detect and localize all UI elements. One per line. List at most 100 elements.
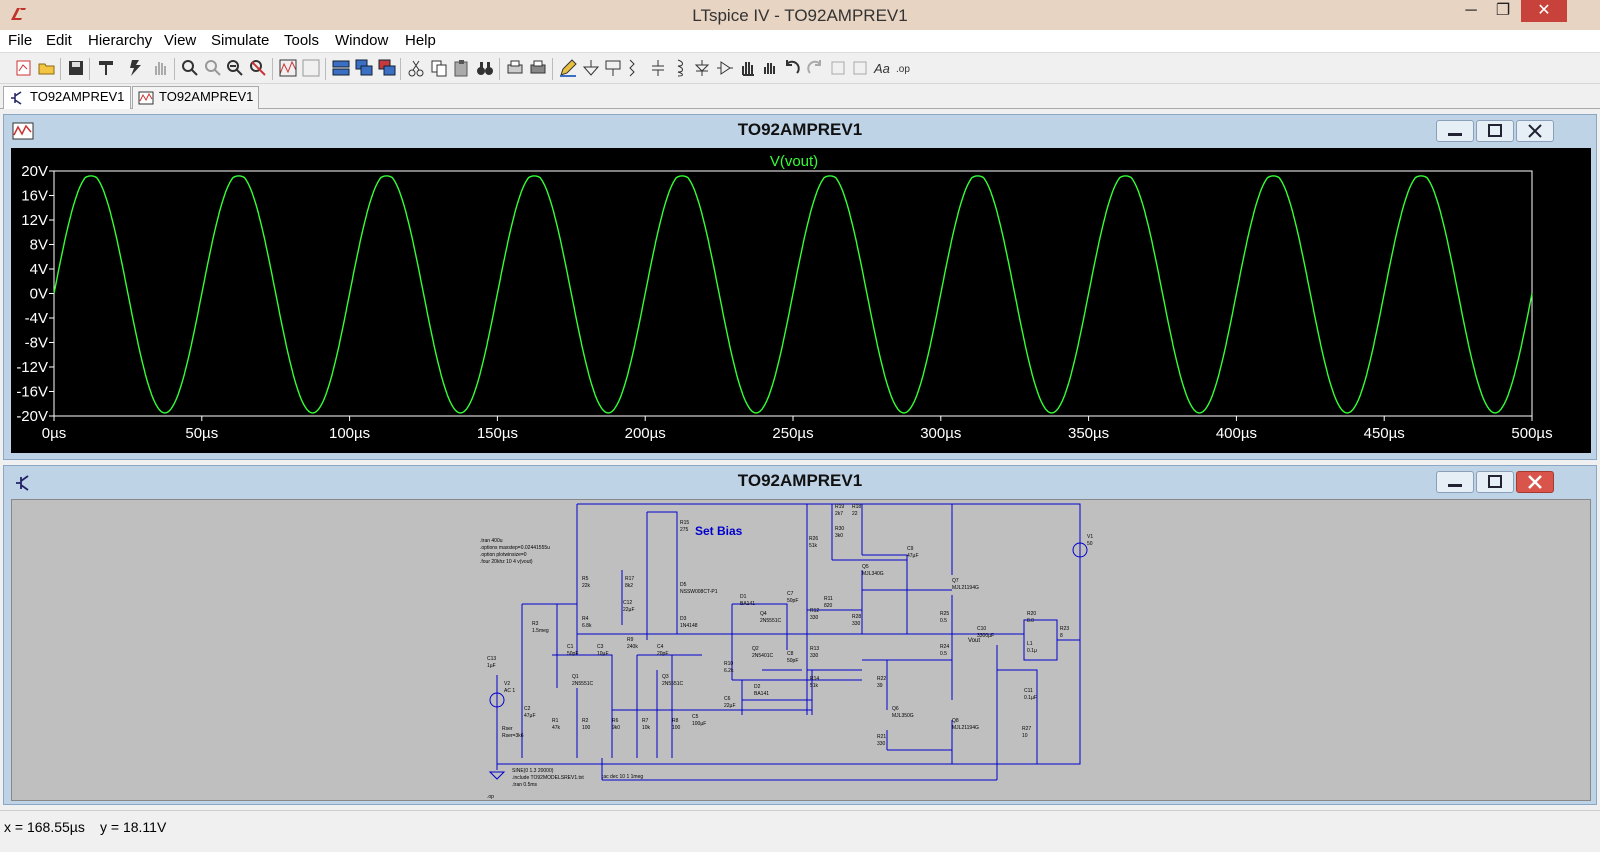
part-value[interactable]: 6.8k (582, 623, 592, 629)
spice-directive[interactable]: .tran 0.5ms (512, 782, 538, 788)
schematic-minimize-button[interactable] (1436, 471, 1474, 493)
spice-directive[interactable]: .tran 400u (480, 538, 503, 544)
part-value[interactable]: 330 (810, 653, 819, 659)
part-designator[interactable]: R10 (724, 661, 733, 667)
ac-directive[interactable]: ;ac dec 10 1 1meg (602, 774, 643, 780)
part-value[interactable]: 50pF (567, 651, 578, 657)
part-value[interactable]: 22µF (724, 703, 736, 709)
part-value[interactable]: 0.1µ (1027, 648, 1037, 654)
part-value[interactable]: Rser=3k6 (502, 733, 524, 739)
part-designator[interactable]: C2 (524, 706, 531, 712)
resistor-icon[interactable] (626, 58, 646, 78)
part-value[interactable]: MJL350G (892, 713, 914, 719)
capacitor-icon[interactable] (648, 58, 668, 78)
waveform-maximize-button[interactable] (1476, 120, 1514, 142)
part-designator[interactable]: L1 (1027, 641, 1033, 647)
op-directive[interactable]: .op (487, 794, 494, 800)
cut-icon[interactable] (406, 58, 426, 78)
part-designator[interactable]: D1 (740, 594, 747, 600)
part-value[interactable]: 50pF (787, 598, 798, 604)
part-designator[interactable]: R19 (835, 504, 844, 510)
spice-directive[interactable]: SINE(0 1.3 20000) (512, 768, 554, 774)
part-designator[interactable]: R8 (672, 718, 679, 724)
part-value[interactable]: 50pF (787, 658, 798, 664)
schematic-maximize-button[interactable] (1476, 471, 1514, 493)
part-designator[interactable]: R28 (852, 614, 861, 620)
pan-icon[interactable] (203, 58, 223, 78)
part-designator[interactable]: R20 (1027, 611, 1036, 617)
part-designator[interactable]: C6 (724, 696, 731, 702)
part-designator[interactable]: Q6 (892, 706, 899, 712)
part-value[interactable]: 47k (552, 725, 561, 731)
ground-icon[interactable] (581, 58, 601, 78)
part-value[interactable]: 10k (642, 725, 651, 731)
trace-label-vout[interactable]: V(vout) (770, 153, 818, 170)
part-value[interactable]: 1.5meg (532, 628, 549, 634)
part-designator[interactable]: D5 (680, 582, 687, 588)
part-designator[interactable]: R17 (625, 576, 634, 582)
move-hand-icon[interactable] (738, 58, 758, 78)
trace-vout[interactable] (53, 175, 1533, 414)
part-designator[interactable]: C9 (907, 546, 914, 552)
part-designator[interactable]: D2 (754, 684, 761, 690)
part-value[interactable]: 8k2 (625, 583, 633, 589)
spice-directive[interactable]: .options maxstep=0.02441555u (480, 545, 550, 551)
part-designator[interactable]: R13 (810, 646, 819, 652)
undo-icon[interactable] (782, 58, 802, 78)
part-designator[interactable]: R26 (809, 536, 818, 542)
part-value[interactable]: 330 (810, 615, 819, 621)
part-value[interactable]: 22 (852, 511, 858, 517)
part-designator[interactable]: R24 (940, 644, 949, 650)
part-value[interactable]: 9k0 (612, 725, 620, 731)
autorange-icon[interactable] (278, 58, 298, 78)
cascade-icon[interactable] (354, 58, 374, 78)
draw-wire-pencil-icon[interactable] (558, 58, 578, 78)
part-designator[interactable]: Rser (502, 726, 513, 732)
part-value[interactable]: 20pF (657, 651, 668, 657)
part-designator[interactable]: V1 (1087, 534, 1093, 540)
spice-directive[interactable]: .four 20khz 10 4 v(vout) (480, 559, 533, 565)
part-value[interactable]: 330 (852, 621, 861, 627)
part-value[interactable]: NSSW008CT-P1 (680, 589, 718, 595)
zoom-in-icon[interactable] (180, 58, 200, 78)
part-value[interactable]: 22µF (623, 607, 635, 613)
part-value[interactable]: BA141 (754, 691, 769, 697)
inductor-icon[interactable] (670, 58, 690, 78)
part-designator[interactable]: C11 (1024, 688, 1033, 694)
part-designator[interactable]: C5 (692, 714, 699, 720)
control-panel-hammer-icon[interactable] (96, 58, 116, 78)
part-designator[interactable]: C1 (567, 644, 574, 650)
part-value[interactable]: 6.2k (724, 668, 734, 674)
part-designator[interactable]: R3 (532, 621, 539, 627)
schematic-drawing[interactable]: R15275R178k2C1222µFR522kR46.8kR31.5megC1… (12, 500, 1592, 802)
copy-icon[interactable] (429, 58, 449, 78)
part-value[interactable]: 3300µF (977, 633, 994, 639)
menu-view[interactable]: View (164, 32, 197, 49)
tile-vertical-icon[interactable] (377, 58, 397, 78)
part-designator[interactable]: C4 (657, 644, 664, 650)
redo-icon[interactable] (805, 58, 825, 78)
part-value[interactable]: 820 (824, 603, 833, 609)
part-designator[interactable]: R21 (877, 734, 886, 740)
part-designator[interactable]: C8 (787, 651, 794, 657)
spice-directive[interactable]: .option plotwinsize=0 (480, 552, 527, 558)
part-designator[interactable]: R15 (680, 520, 689, 526)
rotate-icon[interactable] (828, 58, 848, 78)
menu-window[interactable]: Window (335, 32, 389, 49)
part-designator[interactable]: R27 (1022, 726, 1031, 732)
new-schematic-icon[interactable] (14, 58, 34, 78)
menu-hierarchy[interactable]: Hierarchy (88, 32, 153, 49)
part-value[interactable]: MJL21194G (952, 725, 979, 731)
part-value[interactable]: 330 (877, 741, 886, 747)
part-value[interactable]: 10 (1022, 733, 1028, 739)
part-designator[interactable]: C12 (623, 600, 632, 606)
part-designator[interactable]: R4 (582, 616, 589, 622)
waveform-minimize-button[interactable] (1436, 120, 1474, 142)
part-designator[interactable]: R12 (810, 608, 819, 614)
part-designator[interactable]: Q1 (572, 674, 579, 680)
part-value[interactable]: 100µF (692, 721, 706, 727)
part-designator[interactable]: C3 (597, 644, 604, 650)
part-value[interactable]: 100 (672, 725, 681, 731)
